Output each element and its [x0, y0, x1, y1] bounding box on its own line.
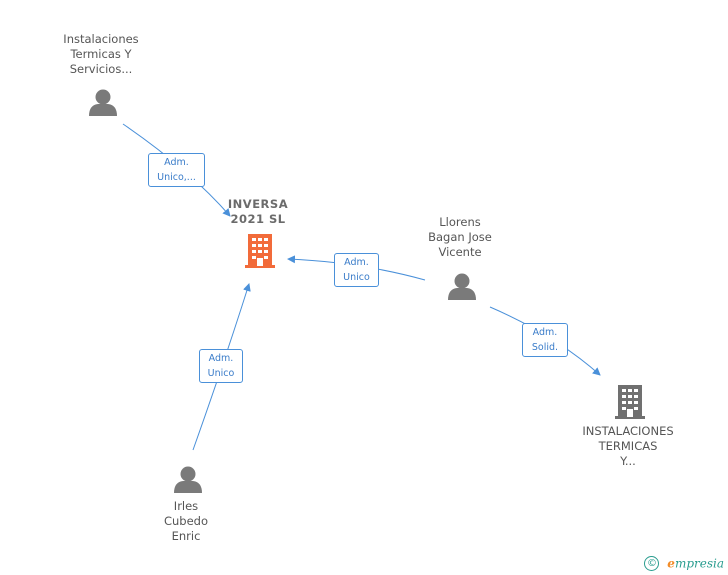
footer-brand: © empresia: [644, 556, 724, 571]
copyright-icon: ©: [644, 556, 660, 571]
person-label-bottom[interactable]: Irles Cubedo Enric: [163, 499, 209, 543]
person-icon[interactable]: [89, 89, 117, 117]
building-icon[interactable]: [245, 234, 275, 268]
edge-label-top-left: Adm. Unico,...: [148, 153, 205, 187]
person-label-top-left[interactable]: Instalaciones Termicas Y Servicios...: [63, 32, 139, 76]
person-icon[interactable]: [174, 466, 202, 494]
company-label-right[interactable]: INSTALACIONES TERMICAS Y...: [582, 424, 674, 468]
main-company-label[interactable]: INVERSA 2021 SL: [227, 197, 289, 226]
edge-label-right-to-company: Adm. Solid.: [522, 323, 568, 357]
edge-label-bottom: Adm. Unico: [199, 349, 243, 383]
edge-label-right-to-main: Adm. Unico: [334, 253, 379, 287]
brand-logo[interactable]: empresia: [667, 556, 724, 571]
person-icon[interactable]: [448, 273, 476, 301]
building-icon[interactable]: [615, 385, 645, 419]
person-label-right[interactable]: Llorens Bagan Jose Vicente: [428, 215, 492, 259]
